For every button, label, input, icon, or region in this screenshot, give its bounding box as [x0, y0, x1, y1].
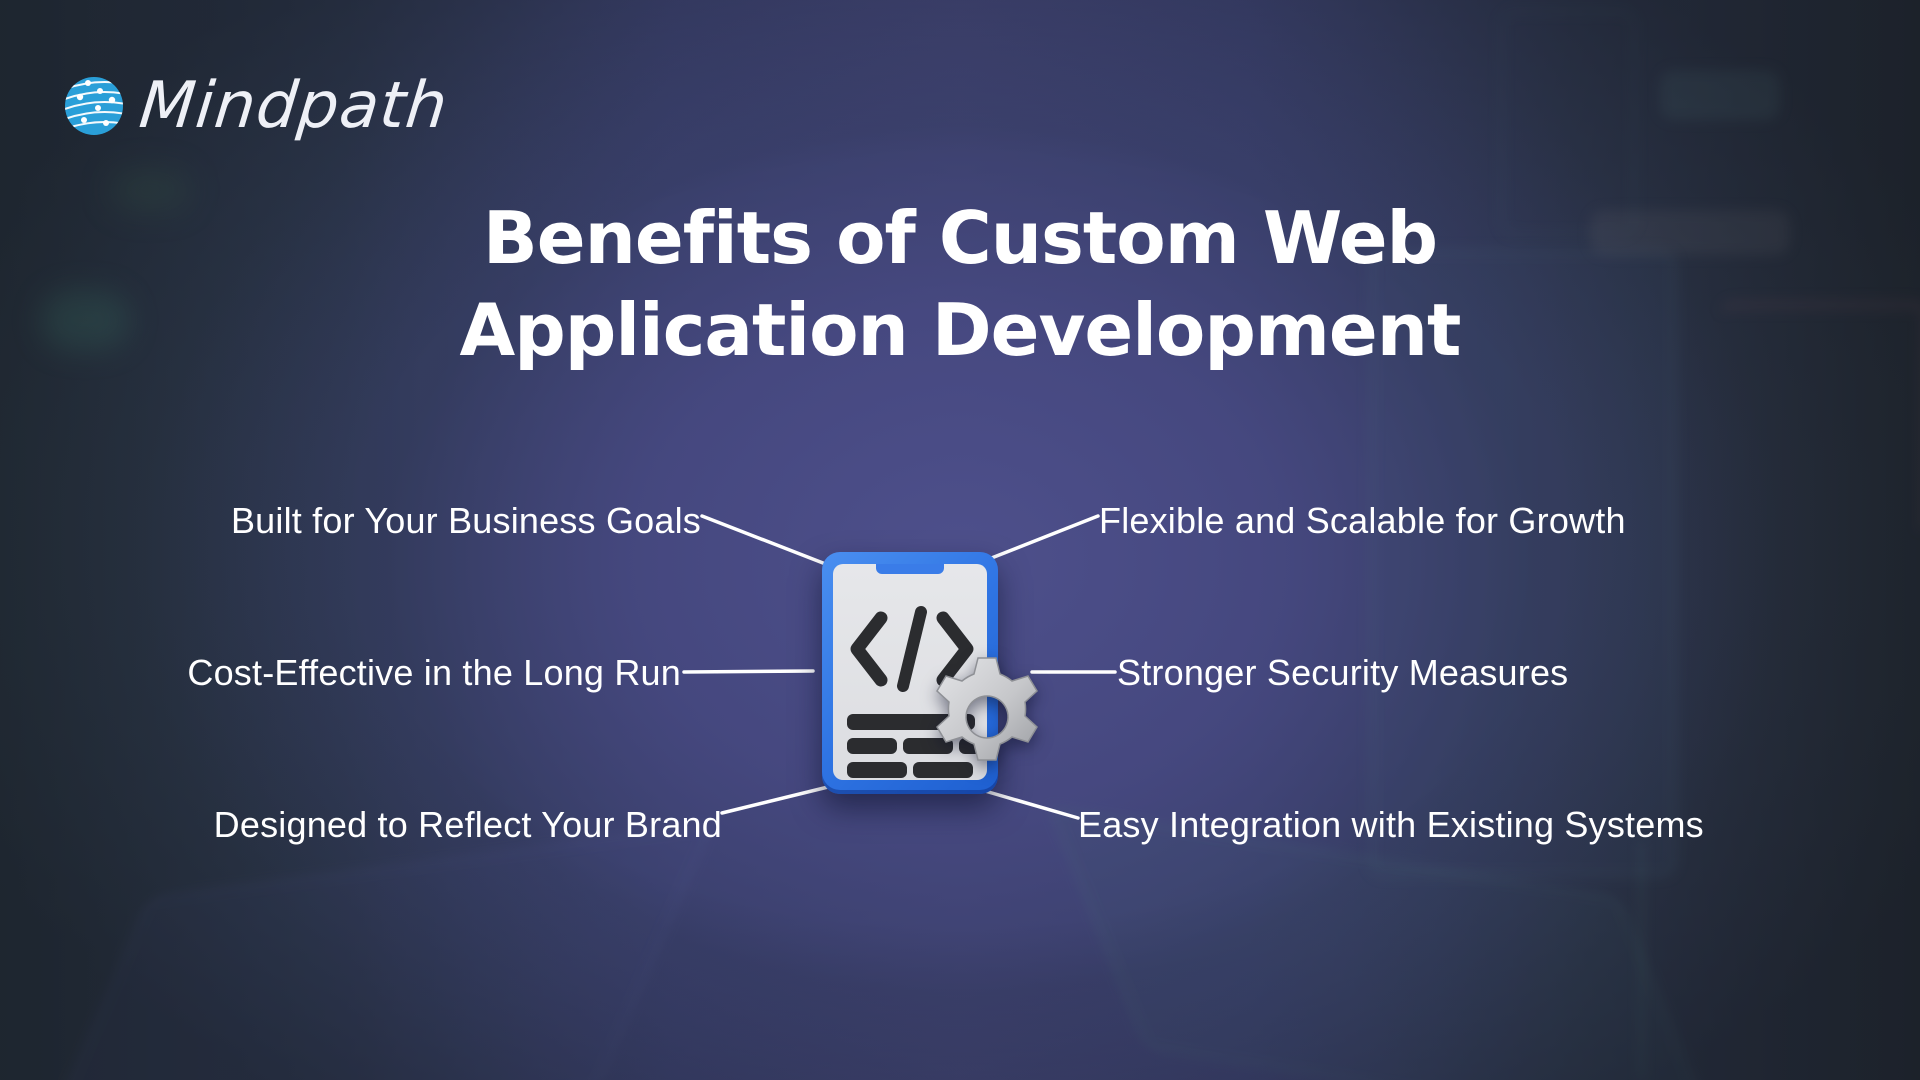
title-line-2: Application Development: [459, 288, 1462, 372]
device-screen: [833, 564, 987, 780]
connector-line: [983, 789, 1080, 820]
background-line: [1640, 840, 1643, 1080]
benefit-integration: Easy Integration with Existing Systems: [1078, 804, 1704, 845]
title-line-1: Benefits of Custom Web: [482, 196, 1438, 280]
benefit-scalable: Flexible and Scalable for Growth: [1099, 500, 1626, 541]
connector-line: [987, 514, 1100, 561]
device-notch: [876, 564, 944, 574]
benefit-business-goals: Built for Your Business Goals: [230, 500, 701, 541]
page-title: Benefits of Custom Web Application Devel…: [0, 192, 1920, 376]
benefit-security: Stronger Security Measures: [1117, 652, 1569, 693]
background-laptop-shape: [1049, 806, 1717, 1080]
brand-logo: Mindpath: [64, 69, 452, 143]
globe-network-icon: [65, 77, 123, 135]
gear-icon: [936, 657, 1038, 761]
web-app-device-illustration: [822, 552, 998, 794]
connector-line: [682, 669, 815, 674]
benefit-cost-effective: Cost-Effective in the Long Run: [187, 652, 681, 693]
code-brackets-icon: [850, 606, 974, 692]
connector-line: [700, 514, 825, 565]
benefit-brand-design: Designed to Reflect Your Brand: [213, 804, 722, 845]
connector-line: [720, 785, 830, 815]
brand-name: Mindpath: [136, 69, 452, 143]
background-laptop-shape: [33, 824, 713, 1080]
background-blur-shape: [1660, 70, 1780, 120]
